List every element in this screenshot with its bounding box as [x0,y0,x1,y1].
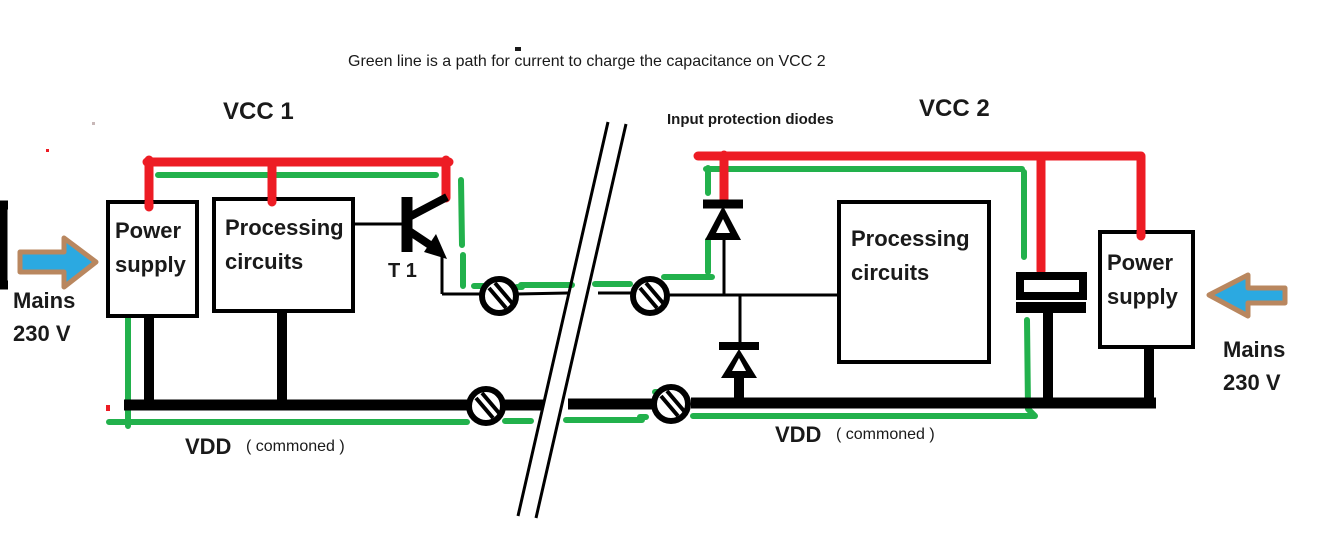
power-supply-2-box [1098,230,1195,349]
stray-marks [0,47,521,411]
diode-upper-triangle-hole [716,219,730,233]
mains-right-line1: Mains [1223,337,1286,362]
power-supply-1-label: Power supply [115,214,186,282]
vdd-left-label: VDD [185,434,232,459]
red-lead-caps [144,194,1146,241]
processing-circuits-2-box [837,200,991,364]
connector-terminal-2 [630,276,670,316]
mains-arrow-left-icon [17,235,99,290]
stray-gray-dot [92,122,95,125]
connector-terminal-3 [466,386,506,426]
stray-red-dot-1 [46,149,49,152]
title-stray-dot [515,47,521,51]
processing-circuits-2-line2: circuits [851,260,930,285]
t1-collector [407,193,449,221]
vcc-rails-red [142,150,1146,276]
power-supply-2-label: Power supply [1107,246,1178,314]
processing-circuits-1-box [212,197,355,313]
processing-circuits-1-label: Processing circuits [225,211,344,279]
power-supply-2-line2: supply [1107,284,1178,309]
cable-break-lines [516,121,628,519]
mains-left-line2: 230 V [13,321,71,346]
vdd-right-label: VDD [775,422,822,447]
input-protection-diodes-label: Input protection diodes [667,111,834,128]
left-edge-bracket-mark [0,200,8,290]
processing-circuits-2-label: Processing circuits [851,222,970,290]
connector-terminal-1 [479,276,519,316]
t1-emitter-arrowhead [424,234,447,259]
mains-right-line2: 230 V [1223,370,1281,395]
protection-diode-upper-icon [703,199,743,240]
connector-terminal-4 [651,384,691,424]
capacitor-bottom-plate [1016,302,1086,313]
t1-label: T 1 [388,260,417,282]
transistor-t1-icon [401,193,449,259]
vdd-rail-wires [124,397,1156,411]
power-supply-2-line1: Power [1107,250,1174,275]
vcc2-label: VCC 2 [919,95,990,122]
power-supply-1-line1: Power [115,218,182,243]
diagram-title: Green line is a path for current to char… [348,53,826,70]
processing-circuits-1-line1: Processing [225,215,344,240]
component-leads [144,311,1154,404]
vdd-right-note: ( commoned ) [836,426,935,443]
mains-arrow-right-icon [1206,272,1288,319]
capacitor-icon [1016,272,1087,313]
mains-right-label: Mains 230 V [1223,333,1285,399]
signal-wires [353,222,840,346]
capacitor-top-plate [1016,272,1087,300]
mains-left-line1: Mains [13,288,76,313]
stray-red-mark-2 [106,405,110,411]
power-supply-1-line2: supply [115,252,186,277]
vdd-left-note: ( commoned ) [246,438,345,455]
mains-left-label: Mains 230 V [13,284,75,350]
vcc1-label: VCC 1 [223,98,294,125]
diode-lower-triangle-hole [732,358,746,371]
processing-circuits-2-line1: Processing [851,226,970,251]
protection-diode-lower-icon [719,342,759,378]
processing-circuits-1-line2: circuits [225,249,304,274]
